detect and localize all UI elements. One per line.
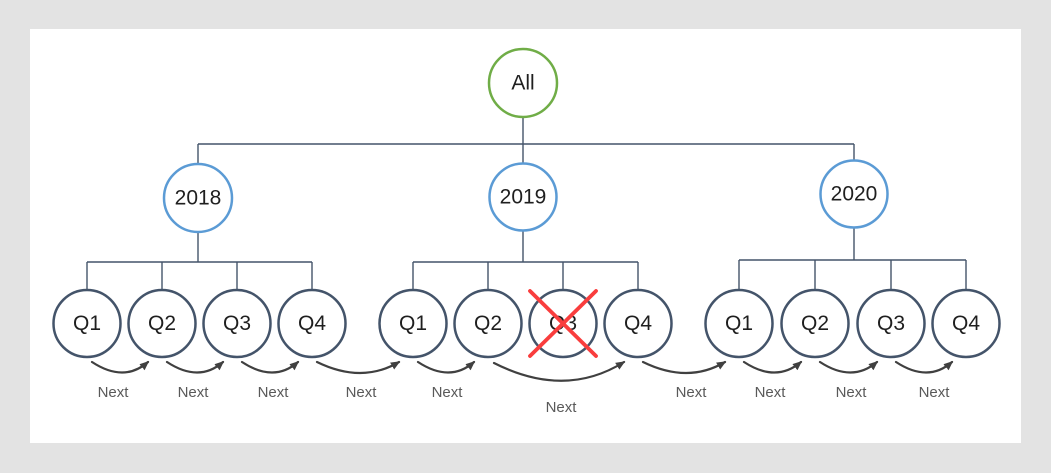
node-2018-q3: Q3 xyxy=(202,288,272,359)
node-2019-q2-label: Q2 xyxy=(474,312,502,335)
next-label-6: Next xyxy=(546,399,578,416)
next-labels: Next Next Next Next Next Next Next Next … xyxy=(98,384,951,416)
node-2019-q4-label: Q4 xyxy=(624,312,652,335)
next-label-2: Next xyxy=(178,384,210,401)
next-arrow-2020q1-2020q2 xyxy=(742,360,803,374)
node-year-2020-circle xyxy=(819,159,889,229)
node-year-2018: 2018 xyxy=(162,162,234,234)
node-2020-q1-label: Q1 xyxy=(725,312,753,335)
node-2018-q3-label: Q3 xyxy=(223,312,251,335)
next-arrow-2019q2-2019q4 xyxy=(492,360,626,382)
node-2018-q3-circle xyxy=(202,288,272,359)
next-arrow-2018q4-2019q1 xyxy=(315,360,401,375)
next-arrow-2018q2-2018q3 xyxy=(165,360,225,374)
node-2018-q4: Q4 xyxy=(277,288,347,359)
node-2018-q2-circle xyxy=(127,288,197,359)
node-2018-q1-circle xyxy=(52,288,122,359)
node-2020-q4-label: Q4 xyxy=(952,312,980,335)
node-2018-q2: Q2 xyxy=(127,288,197,359)
next-arrow-2019q4-2020q1 xyxy=(641,360,727,375)
node-year-2020-label: 2020 xyxy=(831,183,878,206)
node-2018-q1-label: Q1 xyxy=(73,312,101,335)
node-2019-q1: Q1 xyxy=(378,288,448,359)
node-2020-q1: Q1 xyxy=(704,288,774,359)
next-label-9: Next xyxy=(836,384,868,401)
next-label-7: Next xyxy=(676,384,708,401)
node-2019-q1-circle xyxy=(378,288,448,359)
node-2020-q3-label: Q3 xyxy=(877,312,905,335)
node-all-label: All xyxy=(511,72,534,95)
next-label-8: Next xyxy=(755,384,787,401)
node-2019-q2: Q2 xyxy=(453,288,523,359)
node-year-2020: 2020 xyxy=(819,159,889,229)
next-arrow-2018q1-2018q2 xyxy=(90,360,150,374)
node-2020-q1-circle xyxy=(704,288,774,359)
node-2018-q2-label: Q2 xyxy=(148,312,176,335)
node-all-circle xyxy=(487,47,559,119)
node-2019-q4-circle xyxy=(603,288,673,359)
node-2019-q2-circle xyxy=(453,288,523,359)
next-label-1: Next xyxy=(98,384,130,401)
node-2020-q2-circle xyxy=(780,288,850,359)
next-label-4: Next xyxy=(346,384,378,401)
node-year-2019: 2019 xyxy=(488,162,558,232)
node-2019-q1-label: Q1 xyxy=(399,312,427,335)
node-2020-q4: Q4 xyxy=(931,288,1001,359)
node-2020-q3-circle xyxy=(856,288,926,359)
node-2020-q4-circle xyxy=(931,288,1001,359)
tree-connectors xyxy=(86,117,967,290)
next-label-3: Next xyxy=(258,384,290,401)
node-2020-q3: Q3 xyxy=(856,288,926,359)
node-2020-q2: Q2 xyxy=(780,288,850,359)
node-2018-q4-label: Q4 xyxy=(298,312,326,335)
next-arrows xyxy=(90,360,954,382)
next-arrow-2020q2-2020q3 xyxy=(818,360,879,374)
node-2018-q1: Q1 xyxy=(52,288,122,359)
red-x-stroke-2 xyxy=(528,289,598,358)
node-year-2018-label: 2018 xyxy=(175,187,222,210)
node-year-2019-label: 2019 xyxy=(500,186,547,209)
next-arrow-2020q3-2020q4 xyxy=(894,360,954,374)
next-label-5: Next xyxy=(432,384,464,401)
node-2020-q2-label: Q2 xyxy=(801,312,829,335)
node-year-2018-circle xyxy=(162,162,234,234)
node-2019-q4: Q4 xyxy=(603,288,673,359)
next-arrow-2018q3-2018q4 xyxy=(240,360,300,374)
red-x-icon xyxy=(528,289,598,358)
node-year-2019-circle xyxy=(488,162,558,232)
node-2018-q4-circle xyxy=(277,288,347,359)
next-arrow-2019q1-2019q2 xyxy=(416,360,476,374)
next-label-10: Next xyxy=(919,384,951,401)
node-all: All xyxy=(487,47,559,119)
